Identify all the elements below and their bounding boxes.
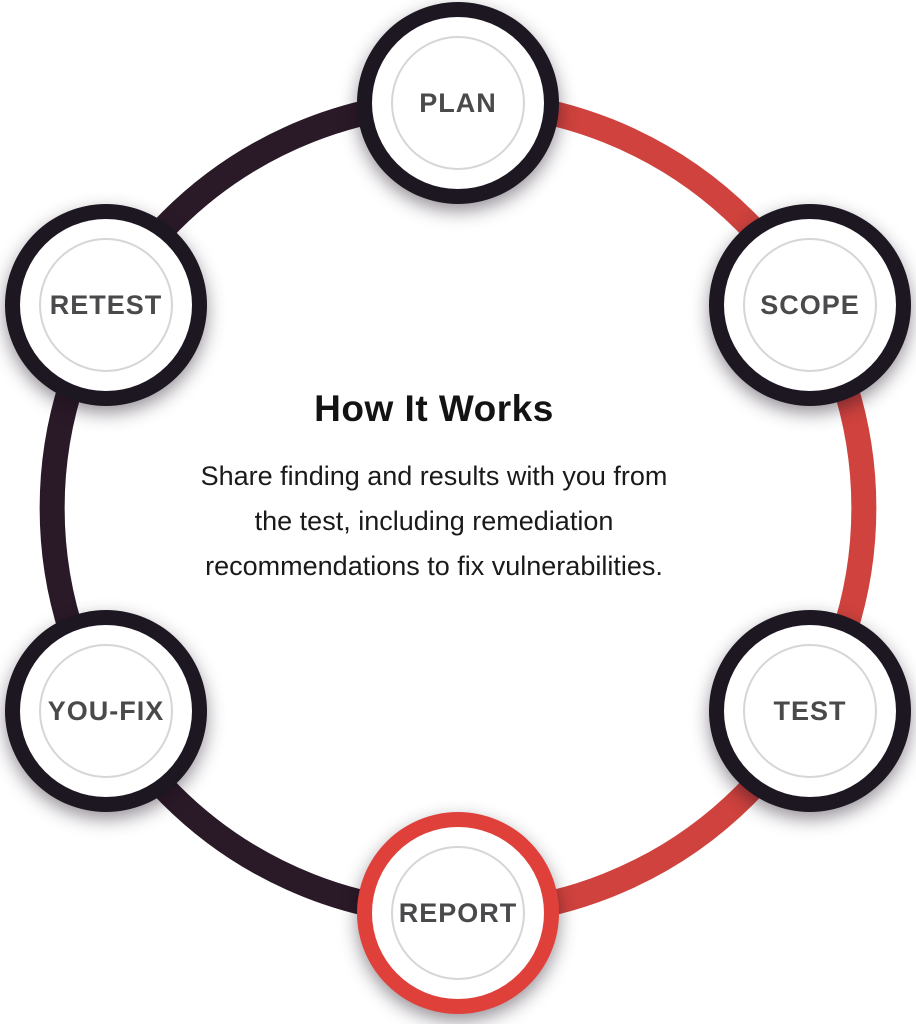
node-test-label: TEST [773,696,846,726]
node-scope-label: SCOPE [760,290,860,320]
node-plan-inner-circle [391,36,525,170]
node-you-fix-label: YOU-FIX [48,696,165,726]
node-plan-label: PLAN [419,88,497,118]
node-retest-inner-circle [39,238,173,372]
node-plan: PLAN [357,2,559,204]
node-report-face [372,827,544,999]
arc-red-right [457,89,877,927]
ring-arcs [39,89,877,927]
node-you-fix-inner-circle [39,644,173,778]
node-test: TEST [709,610,911,812]
node-scope-face [724,219,896,391]
node-you-fix: YOU-FIX [5,610,207,812]
node-test-inner-circle [743,644,877,778]
node-retest: RETEST [5,204,207,406]
node-scope: SCOPE [709,204,911,406]
node-retest-face [20,219,192,391]
node-scope-inner-circle [743,238,877,372]
node-you-fix-face [20,625,192,797]
node-report-inner-circle [391,846,525,980]
node-report: REPORT [357,812,559,1014]
node-test-face [724,625,896,797]
arc-dark-left [39,89,459,927]
node-report-label: REPORT [399,898,518,928]
node-plan-face [372,17,544,189]
node-retest-label: RETEST [50,290,163,320]
